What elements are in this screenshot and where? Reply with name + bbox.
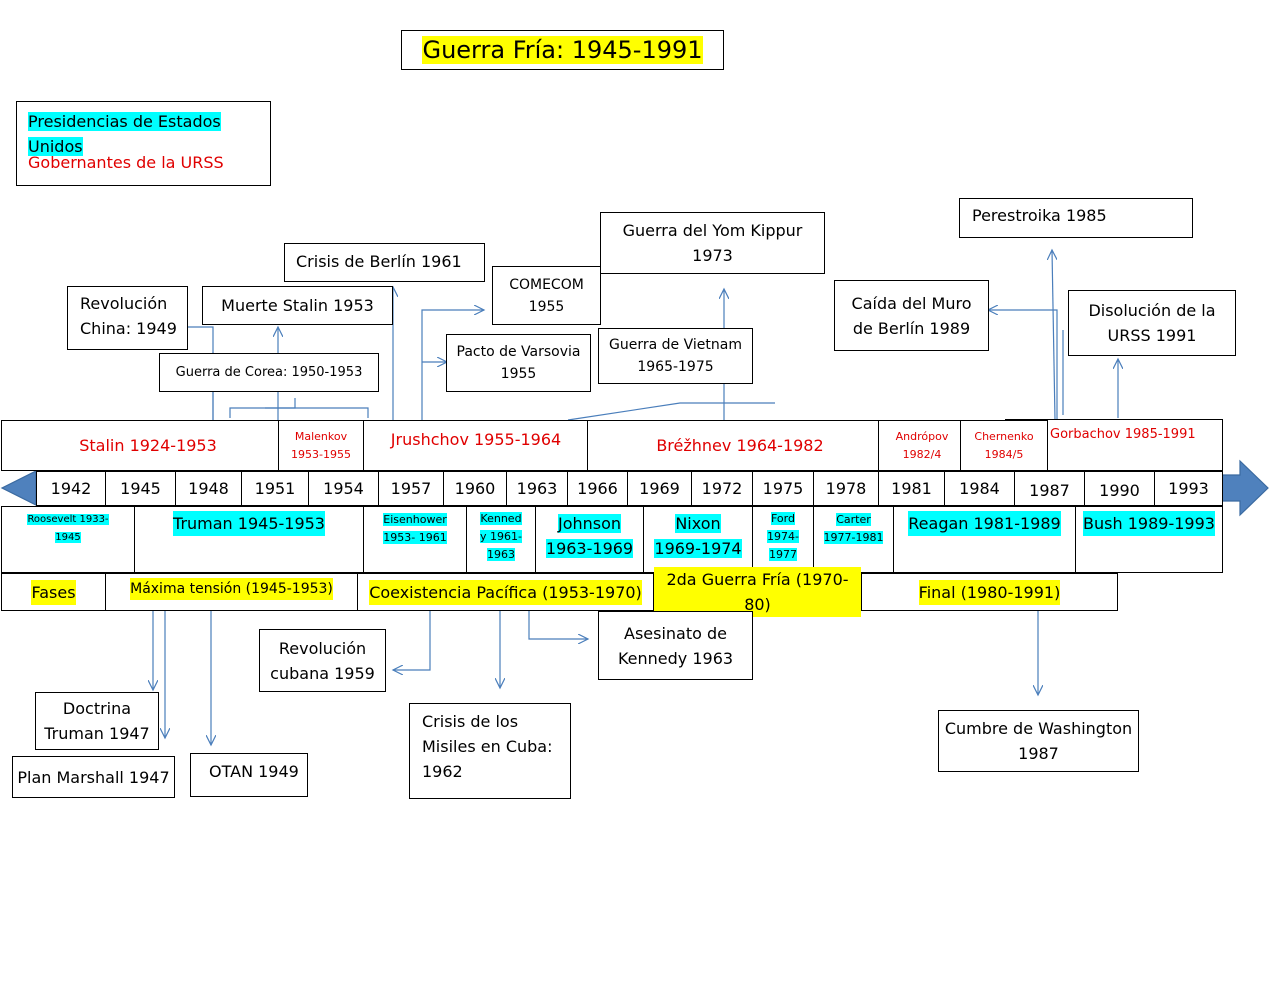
year-cell: 1984: [944, 471, 1015, 506]
year-cell: 1978: [813, 471, 879, 506]
ussr-chernenko: Chernenko 1984/5: [960, 420, 1048, 471]
event-pacto-varsovia: Pacto de Varsovia 1955: [446, 334, 591, 392]
ussr-brezhnev: Bréžhnev 1964-1982: [587, 420, 893, 471]
us-johnson: Johnson 1963-1969: [535, 506, 644, 573]
us-roosevelt: Roosevelt 1933- 1945: [1, 506, 135, 573]
year-cell: 1963: [506, 471, 568, 506]
event-plan-marshall: Plan Marshall 1947: [12, 756, 175, 798]
year-cell: 1972: [691, 471, 753, 506]
year-cell: 1954: [308, 471, 379, 506]
us-bush: Bush 1989-1993: [1075, 506, 1223, 573]
phase-coexistencia: Coexistencia Pacífica (1953-1970): [357, 573, 654, 611]
legend-ussr: Gobernantes de la URSS: [28, 153, 224, 172]
year-cell: 1969: [627, 471, 692, 506]
event-caida-muro: Caída del Muro de Berlín 1989: [834, 280, 989, 351]
event-guerra-vietnam: Guerra de Vietnam 1965-1975: [598, 328, 753, 384]
year-cell: 1942: [36, 471, 106, 506]
year-cell: 1951: [241, 471, 309, 506]
us-eisenhower: Eisenhower 1953- 1961: [363, 506, 467, 573]
ussr-malenkov: Malenkov 1953-1955: [278, 420, 364, 471]
year-cell: 1990: [1084, 471, 1155, 506]
legend: Presidencias de Estados Unidos Gobernant…: [16, 101, 271, 186]
phase-segunda-guerra-fria: 2da Guerra Fría (1970-80): [653, 567, 862, 617]
year-cell: 1957: [378, 471, 444, 506]
phase-final: Final (1980-1991): [861, 573, 1118, 611]
ussr-andropov: Andrópov 1982/4: [878, 420, 966, 471]
year-cell: 1966: [567, 471, 628, 506]
event-muerte-stalin: Muerte Stalin 1953: [202, 286, 393, 325]
us-truman: Truman 1945-1953: [134, 506, 364, 573]
event-cumbre-washington: Cumbre de Washington 1987: [938, 710, 1139, 772]
year-cell: 1987: [1014, 471, 1085, 506]
event-perestroika: Perestroika 1985: [959, 198, 1193, 238]
year-cell: 1945: [105, 471, 176, 506]
title-box: Guerra Fría: 1945-1991: [401, 30, 724, 70]
event-crisis-misiles: Crisis de los Misiles en Cuba: 1962: [409, 703, 571, 799]
us-kennedy: Kenned y 1961- 1963: [466, 506, 536, 573]
event-crisis-berlin: Crisis de Berlín 1961: [284, 243, 485, 282]
event-doctrina-truman: Doctrina Truman 1947: [35, 692, 159, 750]
event-yom-kippur: Guerra del Yom Kippur 1973: [600, 212, 825, 274]
event-revolucion-cubana: Revolución cubana 1959: [259, 629, 386, 692]
us-reagan: Reagan 1981-1989: [893, 506, 1076, 573]
event-otan: OTAN 1949: [190, 753, 308, 797]
us-carter: Carter 1977-1981: [813, 506, 894, 573]
year-cell: 1948: [175, 471, 242, 506]
event-asesinato-kennedy: Asesinato de Kennedy 1963: [598, 611, 753, 680]
us-nixon: Nixon 1969-1974: [643, 506, 753, 573]
event-disolucion-urss: Disolución de la URSS 1991: [1068, 290, 1236, 356]
timeline-arrow-left: [0, 470, 37, 506]
timeline-arrow-right: [1221, 459, 1269, 517]
event-guerra-corea: Guerra de Corea: 1950-1953: [159, 353, 379, 392]
year-cell: 1993: [1154, 471, 1223, 506]
ussr-stalin: Stalin 1924-1953: [1, 420, 295, 471]
us-ford: Ford 1974- 1977: [752, 506, 814, 573]
year-cell: 1981: [878, 471, 945, 506]
event-revolucion-china: Revolución China: 1949: [67, 286, 188, 350]
page-title: Guerra Fría: 1945-1991: [422, 36, 703, 64]
ussr-jrushchov: Jrushchov 1955-1964: [363, 420, 589, 471]
phase-maxima-tension: Máxima tensión (1945-1953): [105, 573, 358, 611]
year-cell: 1975: [752, 471, 814, 506]
event-comecom: COMECOM 1955: [492, 266, 601, 325]
phase-label: Fases: [1, 573, 106, 611]
year-cell: 1960: [443, 471, 507, 506]
